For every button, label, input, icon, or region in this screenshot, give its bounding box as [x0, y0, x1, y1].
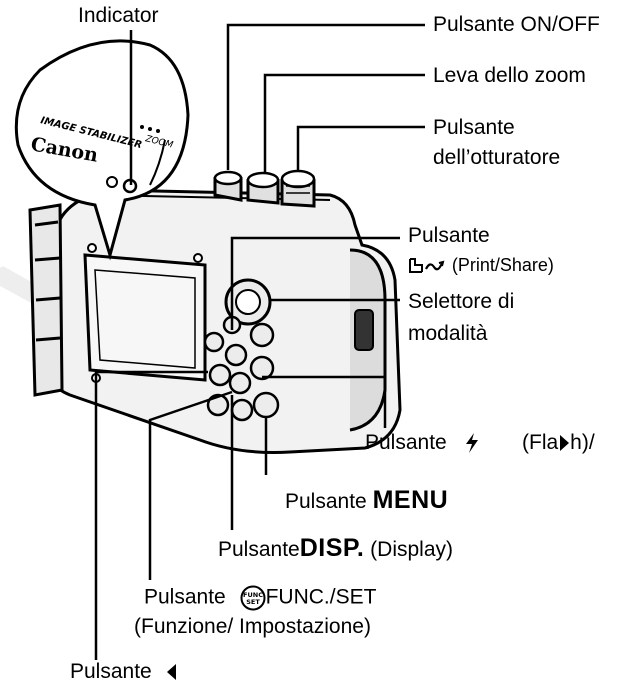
leader-on-off	[226, 23, 425, 170]
func-icon-bottom: SET	[246, 598, 260, 606]
leader-lines	[94, 23, 425, 660]
indicator-callout: IMAGE STABILIZER ZOOM Canon	[14, 39, 190, 261]
flash-suffix: (Fla	[522, 431, 559, 454]
leader-func	[148, 390, 233, 580]
func-set-icon: FUNC SET	[240, 585, 266, 611]
leader-flash	[262, 375, 387, 428]
leader-zoom	[263, 73, 425, 172]
label-indicator: Indicator	[78, 4, 159, 27]
label-disp: PulsanteDISP. (Display)	[218, 536, 453, 562]
label-flash-right: (Fla h)/	[522, 431, 595, 455]
label-shutter-1: Pulsante	[433, 116, 515, 139]
label-mode-2: modalità	[408, 322, 488, 345]
menu-word: MENU	[372, 486, 449, 514]
disp-prefix: Pulsante	[218, 538, 300, 561]
left-arrow-icon	[166, 664, 176, 681]
label-zoom-lever: Leva dello zoom	[433, 64, 586, 87]
label-mode-1: Selettore di	[408, 290, 515, 313]
camera-body	[28, 188, 402, 454]
top-buttons	[213, 169, 316, 208]
mode-dial	[224, 278, 272, 326]
label-menu: Pulsante MENU	[285, 488, 448, 514]
flash-end: h)/	[570, 431, 595, 454]
label-on-off: Pulsante ON/OFF	[433, 13, 600, 36]
leader-left	[94, 370, 208, 660]
label-print-1: Pulsante	[408, 224, 490, 247]
flash-arrow-icon	[560, 435, 570, 452]
print-share-text: (Print/Share)	[451, 255, 554, 275]
label-shutter-2: dell’otturatore	[433, 146, 561, 169]
flash-prefix: Pulsante	[365, 431, 447, 454]
disp-suffix: (Display)	[370, 538, 453, 561]
flash-icon	[465, 433, 478, 454]
label-flash: Pulsante	[365, 431, 481, 455]
label-func-1: Pulsante FUNC SET FUNC./SET	[144, 585, 376, 611]
menu-prefix: Pulsante	[285, 490, 367, 513]
func-icon-top: FUNC	[243, 591, 263, 599]
left-prefix: Pulsante	[70, 660, 152, 683]
label-print-2: (Print/Share)	[408, 253, 554, 277]
func-prefix: Pulsante	[144, 585, 226, 609]
disp-word: DISP.	[299, 534, 365, 562]
leader-shutter	[296, 125, 425, 170]
leader-print	[230, 236, 400, 330]
label-left: Pulsante	[70, 660, 178, 684]
func-suffix: FUNC./SET	[265, 585, 377, 609]
label-func-2: (Funzione/ Impostazione)	[134, 615, 371, 638]
print-share-icon	[409, 258, 445, 274]
